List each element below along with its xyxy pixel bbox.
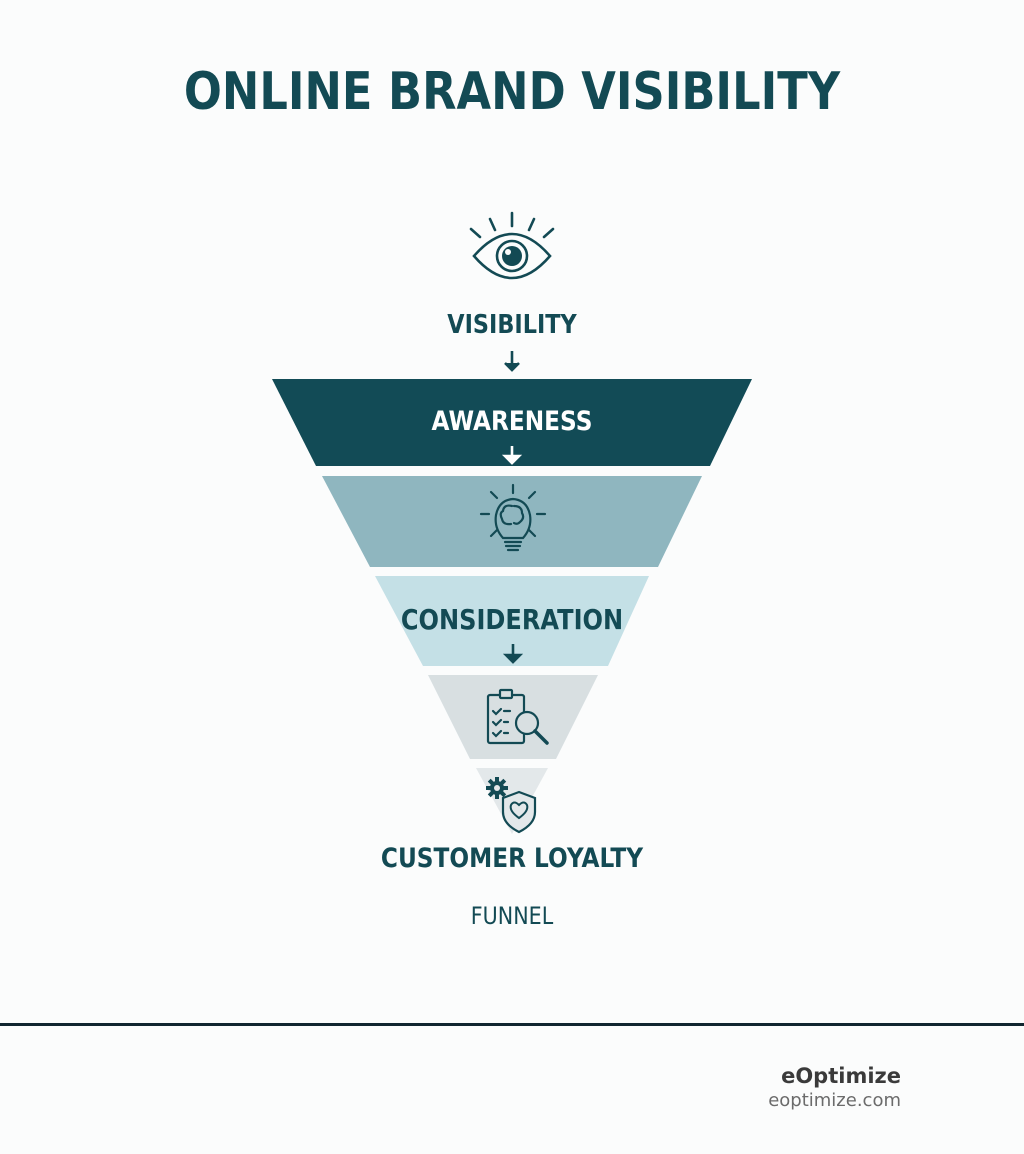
eye-icon (469, 211, 555, 280)
arrow-down-icon (501, 446, 523, 465)
footer-divider (0, 1023, 1024, 1026)
funnel-subtitle: FUNNEL (470, 902, 554, 930)
funnel-band-consideration (375, 576, 649, 666)
awareness-label: AWARENESS (431, 406, 593, 437)
gear-shield-heart-icon (486, 777, 537, 834)
lightbulb-brain-icon (479, 483, 547, 552)
arrow-down-icon (504, 351, 520, 372)
funnel-band-awareness (272, 379, 752, 466)
funnel-band-interest (322, 476, 702, 567)
customer-loyalty-label: CUSTOMER LOYALTY (380, 843, 644, 874)
funnel-diagram (272, 211, 752, 834)
consideration-label: CONSIDERATION (400, 603, 624, 636)
brand-name: eOptimize (781, 1064, 901, 1088)
arrow-down-icon (502, 644, 524, 664)
visibility-label: VISIBILITY (447, 310, 577, 340)
clipboard-search-icon (486, 688, 549, 745)
page-title: ONLINE BRAND VISIBILITY (183, 62, 841, 122)
brand-url[interactable]: eoptimize.com (768, 1090, 901, 1111)
funnel-band-evaluation (428, 675, 598, 759)
